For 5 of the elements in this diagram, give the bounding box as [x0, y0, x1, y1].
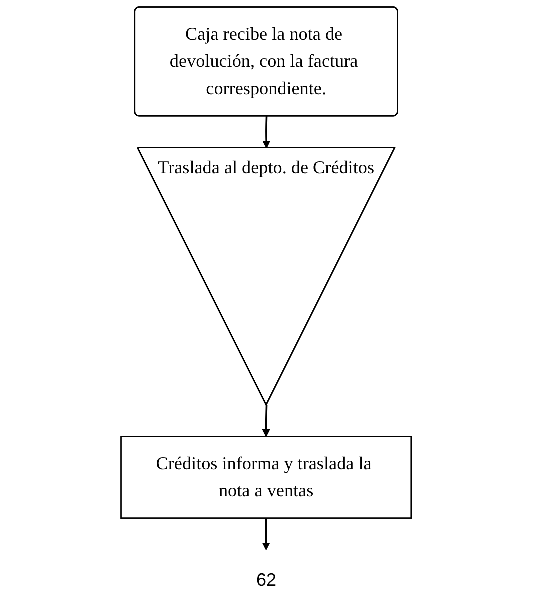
page-number: 62: [256, 570, 277, 591]
node-box: Créditos informa y traslada la nota a ventas: [120, 436, 412, 519]
arrow: [262, 116, 271, 149]
arrow: [262, 405, 270, 438]
arrow: [262, 518, 270, 550]
